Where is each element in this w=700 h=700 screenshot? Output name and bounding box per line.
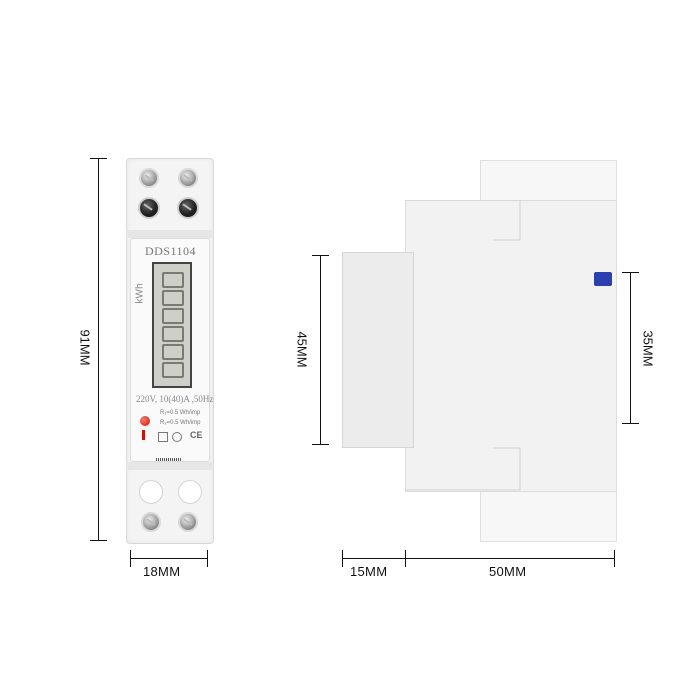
pulse-led-icon bbox=[140, 416, 150, 426]
side-front-height-label: 45MM bbox=[294, 331, 310, 368]
double-insulation-icon bbox=[158, 432, 168, 442]
height-dimension-tick-top bbox=[90, 158, 107, 159]
depth-front-label: 15MM bbox=[350, 564, 388, 579]
thermometer-icon bbox=[142, 430, 145, 440]
din-rail-clip bbox=[594, 272, 612, 286]
lcd-digit bbox=[162, 272, 184, 288]
meter-bottom-band bbox=[126, 462, 212, 470]
side-front-height-tick-bottom bbox=[312, 444, 329, 445]
front-width-label: 18MM bbox=[143, 564, 181, 579]
meter-rating-label: 220V, 10(40)A ,50Hz bbox=[136, 394, 214, 404]
lcd-digit bbox=[162, 326, 184, 342]
depth-tick-right bbox=[614, 550, 615, 567]
top-terminal-screw-right bbox=[178, 168, 198, 188]
depth-tick-left bbox=[342, 550, 343, 567]
kwh-unit-label: kWh bbox=[134, 283, 146, 304]
meter-constant-2: R₂=0.5 Wh/imp bbox=[160, 420, 201, 426]
side-back-height-label: 35MM bbox=[640, 330, 656, 367]
front-width-tick-left bbox=[130, 550, 131, 567]
height-dimension-tick-bottom bbox=[90, 540, 107, 541]
top-terminal-hole-right bbox=[177, 197, 199, 219]
lcd-display bbox=[152, 262, 192, 388]
side-view-main-body bbox=[405, 200, 617, 492]
top-terminal-screw-left bbox=[139, 168, 159, 188]
class-mark-icon bbox=[172, 432, 182, 442]
side-back-height-tick-top bbox=[622, 272, 639, 273]
side-back-height-tick-bottom bbox=[622, 423, 639, 424]
side-front-height-dimension-line bbox=[320, 255, 321, 445]
side-view-rail-notch-top bbox=[405, 200, 521, 241]
depth-dimension-line bbox=[342, 558, 615, 559]
side-view-front-section bbox=[342, 252, 414, 448]
depth-body-label: 50MM bbox=[489, 564, 527, 579]
side-view-rail-notch-bottom bbox=[405, 447, 521, 491]
ce-mark: CE bbox=[190, 430, 203, 440]
top-terminal-hole-left bbox=[138, 197, 160, 219]
front-width-dimension-line bbox=[130, 558, 208, 559]
meter-constant-1: R₁=0.5 Wh/imp bbox=[160, 410, 201, 416]
lcd-digit bbox=[162, 362, 184, 378]
height-dimension-label: 91MM bbox=[77, 329, 93, 366]
depth-tick-middle bbox=[405, 550, 406, 567]
lcd-digit bbox=[162, 308, 184, 324]
height-dimension-line bbox=[98, 158, 99, 541]
meter-barcode bbox=[156, 458, 182, 461]
bottom-terminal-hole-left bbox=[139, 480, 163, 504]
side-back-height-dimension-line bbox=[630, 272, 631, 424]
side-front-height-tick-top bbox=[312, 255, 329, 256]
meter-model-label: DDS1104 bbox=[145, 244, 197, 258]
lcd-digit bbox=[162, 290, 184, 306]
bottom-terminal-screw-left bbox=[141, 512, 161, 532]
front-width-tick-right bbox=[207, 550, 208, 567]
bottom-terminal-hole-right bbox=[178, 480, 202, 504]
bottom-terminal-screw-right bbox=[178, 512, 198, 532]
meter-top-band bbox=[126, 230, 212, 238]
lcd-digit bbox=[162, 344, 184, 360]
